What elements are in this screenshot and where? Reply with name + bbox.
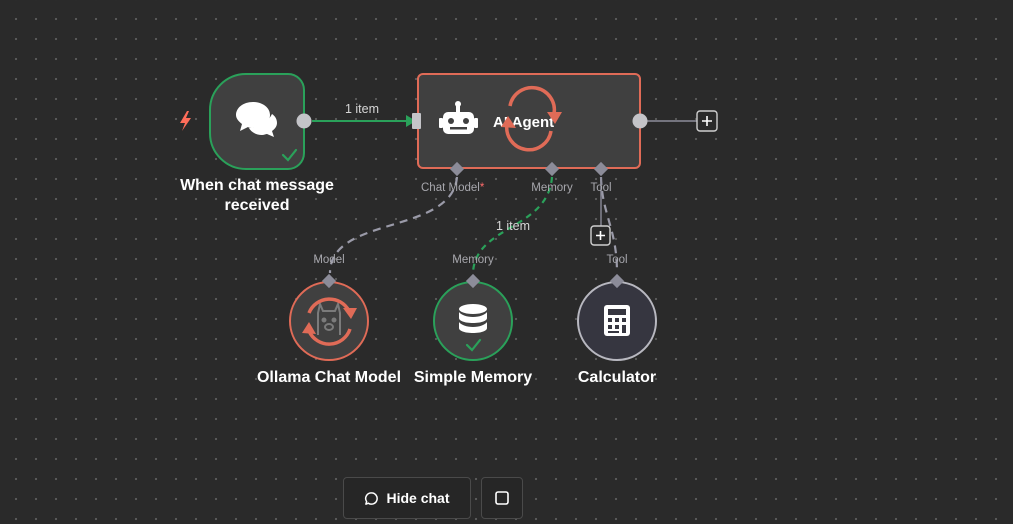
edge-model-to-agent[interactable] <box>328 176 459 274</box>
port-memory[interactable] <box>544 161 560 177</box>
hide-chat-button[interactable]: Hide chat <box>343 477 471 519</box>
success-check-icon <box>281 148 298 162</box>
success-check-icon <box>465 338 482 352</box>
stop-button[interactable] <box>481 477 523 519</box>
running-spinner-icon <box>504 85 557 152</box>
calculator-icon <box>604 305 630 336</box>
edge-label-memory-items: 1 item <box>496 219 530 233</box>
simple-memory-label: Simple Memory <box>413 369 533 386</box>
edge-label-items: 1 item <box>345 102 379 116</box>
port-label-chat-model: Chat Model* <box>421 182 485 194</box>
input-label-memory: Memory <box>452 254 494 266</box>
calculator-label: Calculator <box>577 369 657 386</box>
spinner-arrowhead <box>547 112 562 124</box>
chat-trigger-label: When chat message received <box>180 177 334 214</box>
square-stop-icon <box>495 491 509 505</box>
agent-input-port[interactable] <box>412 113 421 129</box>
ai-agent-label: AI Agent <box>493 114 554 131</box>
port-tool[interactable] <box>593 161 609 177</box>
port-label-memory: Memory <box>531 182 573 194</box>
ollama-input-port[interactable] <box>321 273 337 289</box>
trigger-bolt-icon <box>180 111 191 131</box>
add-tool-button[interactable] <box>590 225 611 246</box>
edge-arrowhead <box>406 115 416 127</box>
hide-chat-label: Hide chat <box>386 490 450 506</box>
chat-bubble-icon <box>365 491 379 505</box>
edge-tool-to-agent[interactable] <box>599 176 619 274</box>
input-label-model: Model <box>313 254 344 266</box>
running-spinner-icon <box>307 297 352 346</box>
spinner-arrowhead <box>343 308 357 319</box>
database-icon <box>459 304 487 333</box>
spinner-arrowhead <box>302 322 316 334</box>
port-label-tool: Tool <box>590 182 611 194</box>
node-ollama-chat-model[interactable] <box>289 281 369 361</box>
spinner-arrowhead <box>501 116 516 128</box>
llama-icon <box>317 300 341 335</box>
memory-input-port[interactable] <box>465 273 481 289</box>
edge-memory-to-agent[interactable] <box>471 176 554 274</box>
trigger-output-port[interactable] <box>296 113 312 129</box>
robot-icon <box>439 101 478 134</box>
input-label-tool: Tool <box>606 254 627 266</box>
add-node-button[interactable] <box>696 110 718 132</box>
agent-output-port[interactable] <box>632 113 648 129</box>
ollama-chat-model-label: Ollama Chat Model <box>256 369 402 386</box>
calculator-input-port[interactable] <box>609 273 625 289</box>
port-chat-model[interactable] <box>449 161 465 177</box>
chat-bubbles-icon <box>236 102 277 137</box>
